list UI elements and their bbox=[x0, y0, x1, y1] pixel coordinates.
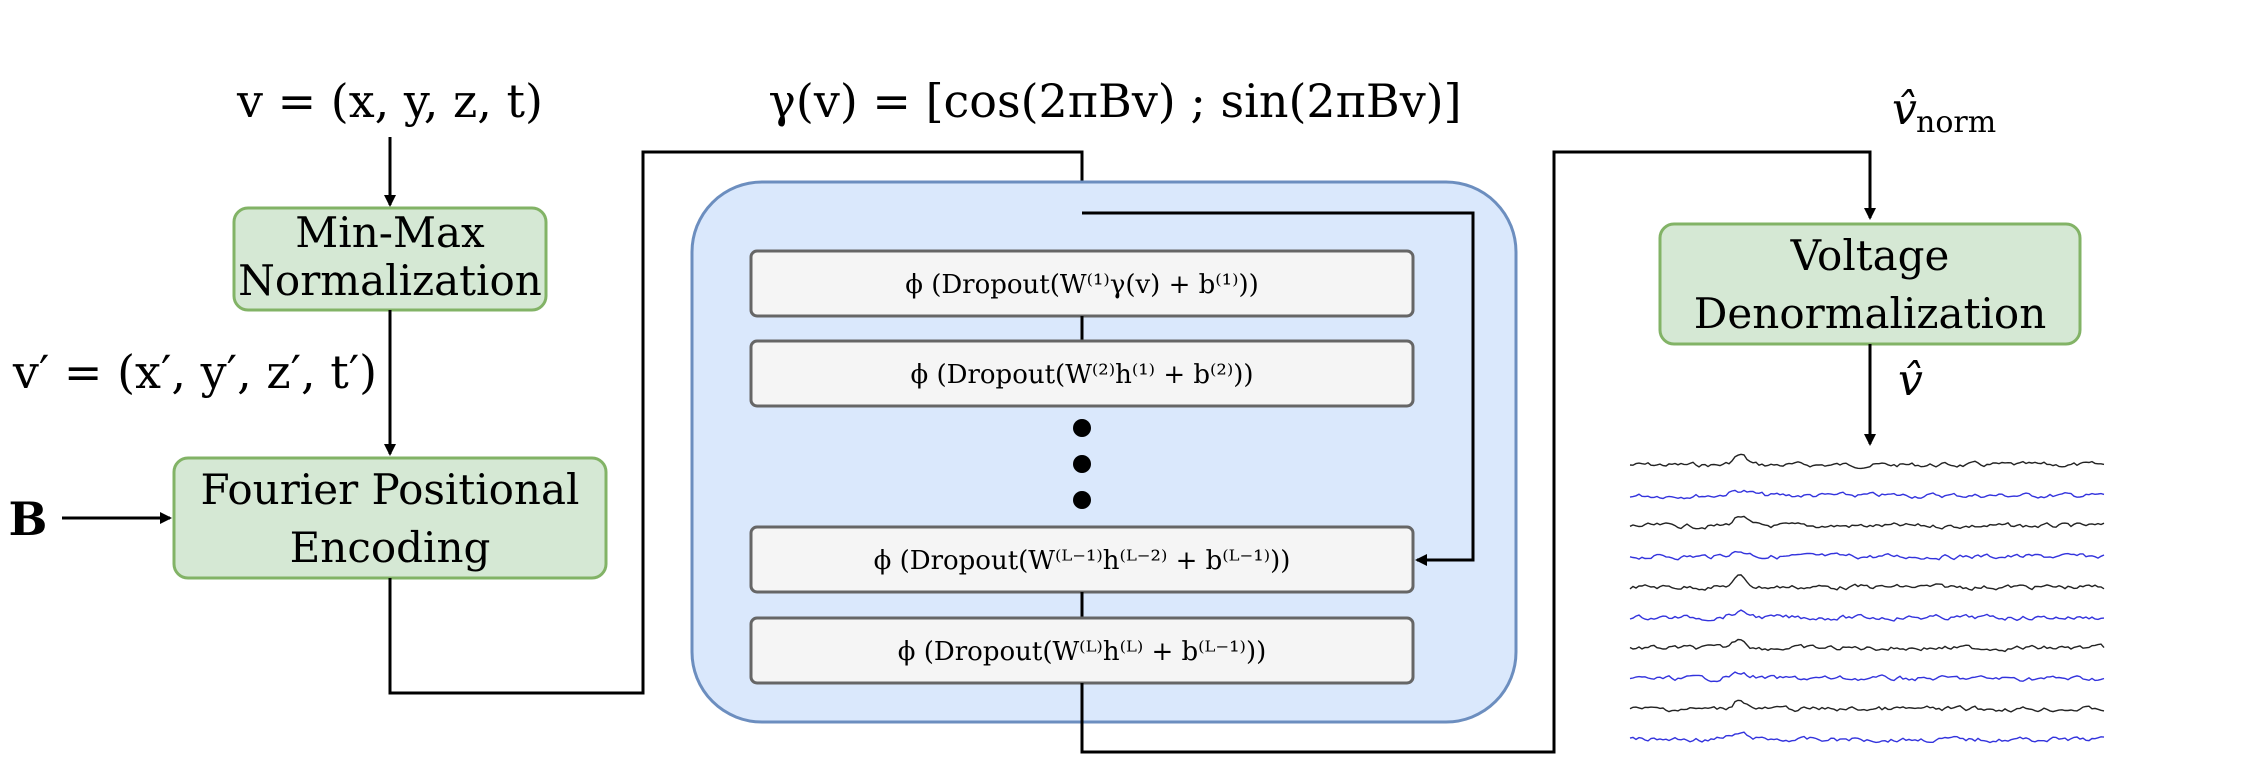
signal-trace bbox=[1629, 671, 2105, 683]
mlp-layer-2: ϕ (Dropout(W⁽²⁾h⁽¹⁾ + b⁽²⁾)) bbox=[749, 339, 1415, 408]
mlp-layer-1: ϕ (Dropout(W⁽¹⁾γ(v) + b⁽¹⁾)) bbox=[749, 249, 1415, 318]
connector-fourier-to-network bbox=[388, 150, 1088, 695]
voltage-denormalization-box: Voltage Denormalization bbox=[1658, 222, 2082, 346]
signal-trace bbox=[1629, 489, 2105, 500]
voltage-norm-label: v̂ norm bbox=[1892, 84, 1996, 140]
denorm-line1: Voltage bbox=[1790, 231, 1950, 280]
voltage-output-label: v̂ bbox=[1898, 355, 1923, 406]
signal-trace bbox=[1629, 699, 2105, 713]
signal-trace bbox=[1629, 731, 2105, 744]
layer-l-minus-1-formula: ϕ (Dropout(W⁽ᴸ⁻¹⁾h⁽ᴸ⁻²⁾ + b⁽ᴸ⁻¹⁾)) bbox=[874, 546, 1291, 576]
fourier-features-label: γ(v) = [cos(2πBv) ; sin(2πBv)] bbox=[768, 74, 1461, 128]
fourier-line1: Fourier Positional bbox=[201, 465, 580, 514]
signal-trace bbox=[1629, 574, 2105, 591]
connector-network-to-denorm bbox=[1080, 150, 1876, 754]
voltage-norm-subscript: norm bbox=[1916, 105, 1996, 140]
signal-trace bbox=[1629, 609, 2105, 622]
ellipsis-dot-1 bbox=[1073, 419, 1091, 437]
minmax-normalization-box: Min-Max Normalization bbox=[232, 206, 548, 312]
skip-connection bbox=[1082, 211, 1475, 566]
fourier-matrix-label: B bbox=[9, 492, 48, 546]
input-vector-label: v = (x, y, z, t) bbox=[236, 74, 543, 128]
mlp-layer-l: ϕ (Dropout(W⁽ᴸ⁾h⁽ᴸ⁾ + b⁽ᴸ⁻¹⁾)) bbox=[749, 616, 1415, 685]
ellipsis-dot-3 bbox=[1073, 491, 1091, 509]
ellipsis-dot-2 bbox=[1073, 455, 1091, 473]
layer-1-formula: ϕ (Dropout(W⁽¹⁾γ(v) + b⁽¹⁾)) bbox=[905, 270, 1259, 300]
signal-trace bbox=[1629, 550, 2105, 561]
mlp-layer-l-minus-1: ϕ (Dropout(W⁽ᴸ⁻¹⁾h⁽ᴸ⁻²⁾ + b⁽ᴸ⁻¹⁾)) bbox=[749, 525, 1415, 594]
output-signal-traces bbox=[1629, 453, 2105, 744]
layer-l-formula: ϕ (Dropout(W⁽ᴸ⁾h⁽ᴸ⁾ + b⁽ᴸ⁻¹⁾)) bbox=[898, 637, 1266, 667]
layer-2-formula: ϕ (Dropout(W⁽²⁾h⁽¹⁾ + b⁽²⁾)) bbox=[911, 360, 1254, 390]
signal-trace bbox=[1629, 515, 2105, 530]
fourier-encoding-box: Fourier Positional Encoding bbox=[172, 456, 608, 580]
minmax-line2: Normalization bbox=[238, 256, 542, 305]
fourier-line2: Encoding bbox=[290, 523, 491, 572]
denorm-line2: Denormalization bbox=[1694, 289, 2047, 338]
minmax-line1: Min-Max bbox=[295, 208, 485, 257]
signal-trace bbox=[1629, 638, 2105, 653]
signal-trace bbox=[1629, 453, 2105, 470]
normalized-vector-label: v′ = (x′, y′, z′, t′) bbox=[12, 345, 377, 399]
voltage-norm-symbol: v̂ bbox=[1892, 84, 1917, 135]
